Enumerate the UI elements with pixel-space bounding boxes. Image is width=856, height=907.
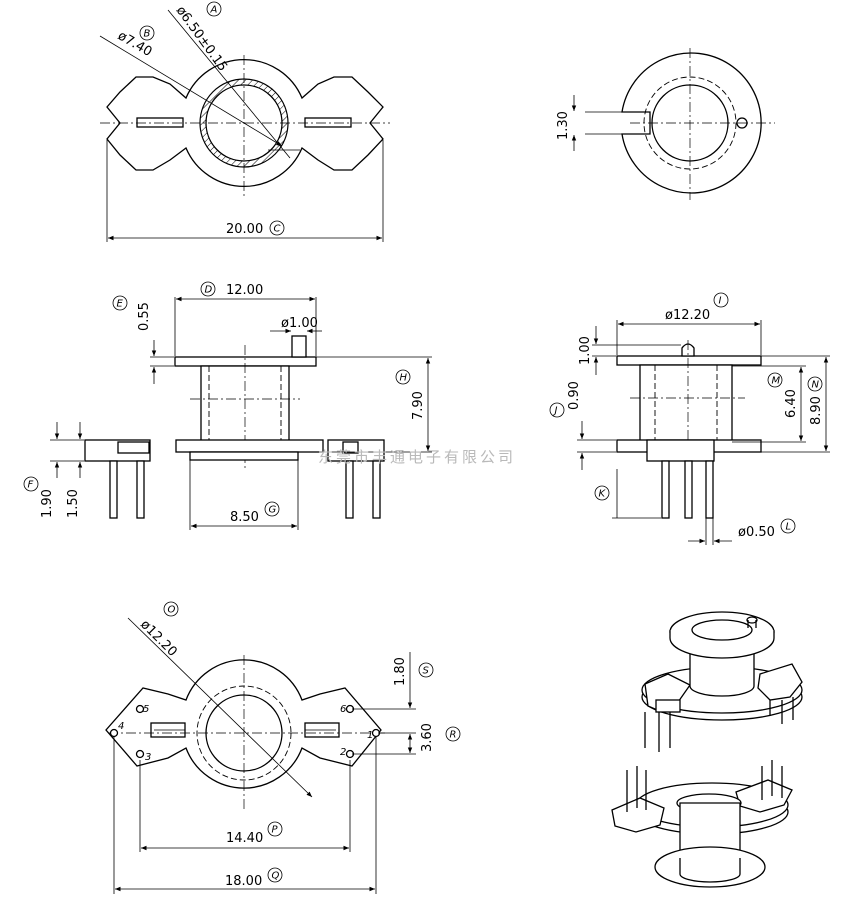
pin-hole-5 xyxy=(135,704,145,714)
top-pin xyxy=(291,335,307,358)
pin-4 xyxy=(372,460,381,519)
dim-p-text: 14.40 xyxy=(226,831,263,846)
pin-number-6: 6 xyxy=(340,704,346,715)
dim-q-text: 18.00 xyxy=(225,874,262,889)
label-m: M xyxy=(772,376,781,387)
pin-number-2: 2 xyxy=(340,747,346,758)
lower-step xyxy=(189,451,299,461)
dim-n-text: 8.90 xyxy=(809,396,824,425)
label-d: D xyxy=(205,285,213,296)
side-base xyxy=(646,439,715,462)
label-a: A xyxy=(210,5,218,16)
isometric-top xyxy=(641,611,803,752)
right-slot xyxy=(342,441,359,454)
label-q: Q xyxy=(272,871,280,882)
left-slot xyxy=(117,441,150,454)
dim-j-top-text: 1.00 xyxy=(578,336,593,365)
pin-3 xyxy=(345,460,354,519)
dim-f2-text: 1.50 xyxy=(66,489,81,518)
dim-r-text: 3.60 xyxy=(420,723,435,752)
left-slot xyxy=(136,117,184,128)
pin-hole-4 xyxy=(109,728,119,738)
label-r: R xyxy=(450,730,457,741)
isometric-bottom xyxy=(611,760,793,888)
dim-s-text: 1.80 xyxy=(393,657,408,686)
dim-f-text: 1.90 xyxy=(40,489,55,518)
dim-e-text: 0.55 xyxy=(137,302,152,331)
bottom-flange xyxy=(175,439,324,453)
label-o: O xyxy=(168,605,176,616)
dim-pin-top-text: ø1.00 xyxy=(281,316,318,331)
dim-o-text: ø12.20 xyxy=(137,617,180,660)
top-flange xyxy=(174,356,317,367)
flange-top-view: 1.30 xyxy=(556,48,775,200)
front-view: D 12.00 ø1.00 E 0.55 H 7.90 F 1.90 1.50 xyxy=(23,281,432,530)
label-j: J xyxy=(553,406,558,417)
pin-1 xyxy=(109,460,118,519)
side-core-body xyxy=(639,364,733,443)
dim-h-text: 7.90 xyxy=(411,391,426,420)
side-pin-3 xyxy=(705,460,714,519)
side-pin-2 xyxy=(684,460,693,519)
dim-c-text: 20.00 xyxy=(226,222,263,237)
side-pin-1 xyxy=(661,460,670,519)
label-f: F xyxy=(28,480,34,491)
label-c: C xyxy=(274,224,281,235)
dim-i-text: ø12.20 xyxy=(665,308,710,323)
watermark: 东莞市丰通电子有限公司 xyxy=(318,448,516,466)
label-s: S xyxy=(423,666,430,677)
label-i: I xyxy=(719,296,722,307)
label-k: K xyxy=(599,489,607,500)
label-e: E xyxy=(117,299,124,310)
label-l: L xyxy=(786,522,792,533)
pin-2 xyxy=(136,460,145,519)
bottom-view: 1 2 3 4 5 6 ø12.20 O 1.80 S 3.60 R 14.40… xyxy=(105,601,461,894)
dim-key-width-text: 1.30 xyxy=(556,111,571,140)
pin-hole-3 xyxy=(135,749,145,759)
right-slot xyxy=(304,117,352,128)
pin-number-4: 4 xyxy=(118,721,124,732)
dim-d-text: 12.00 xyxy=(226,283,263,298)
pin-number-1: 1 xyxy=(367,730,373,741)
label-h: H xyxy=(400,373,408,384)
pin-number-5: 5 xyxy=(143,704,149,715)
pin-number-3: 3 xyxy=(145,752,151,763)
label-b: B xyxy=(144,29,151,40)
dim-l-text: ø0.50 xyxy=(738,525,775,540)
label-g: G xyxy=(269,505,277,516)
dim-j-text: 0.90 xyxy=(567,381,582,410)
dim-a-text: ø6.50±0.15 xyxy=(173,4,230,75)
dim-m-text: 6.40 xyxy=(784,389,799,418)
side-view: ø12.20 I 1.00 0.90 J K M N 6.40 8.90 xyxy=(549,292,830,545)
label-n: N xyxy=(812,380,820,391)
label-p: P xyxy=(272,825,279,836)
top-view: ø6.50±0.15 A ø7.40 B 20.00 C xyxy=(99,1,390,242)
side-top-flange xyxy=(616,355,762,366)
dim-g-text: 8.50 xyxy=(230,510,259,525)
